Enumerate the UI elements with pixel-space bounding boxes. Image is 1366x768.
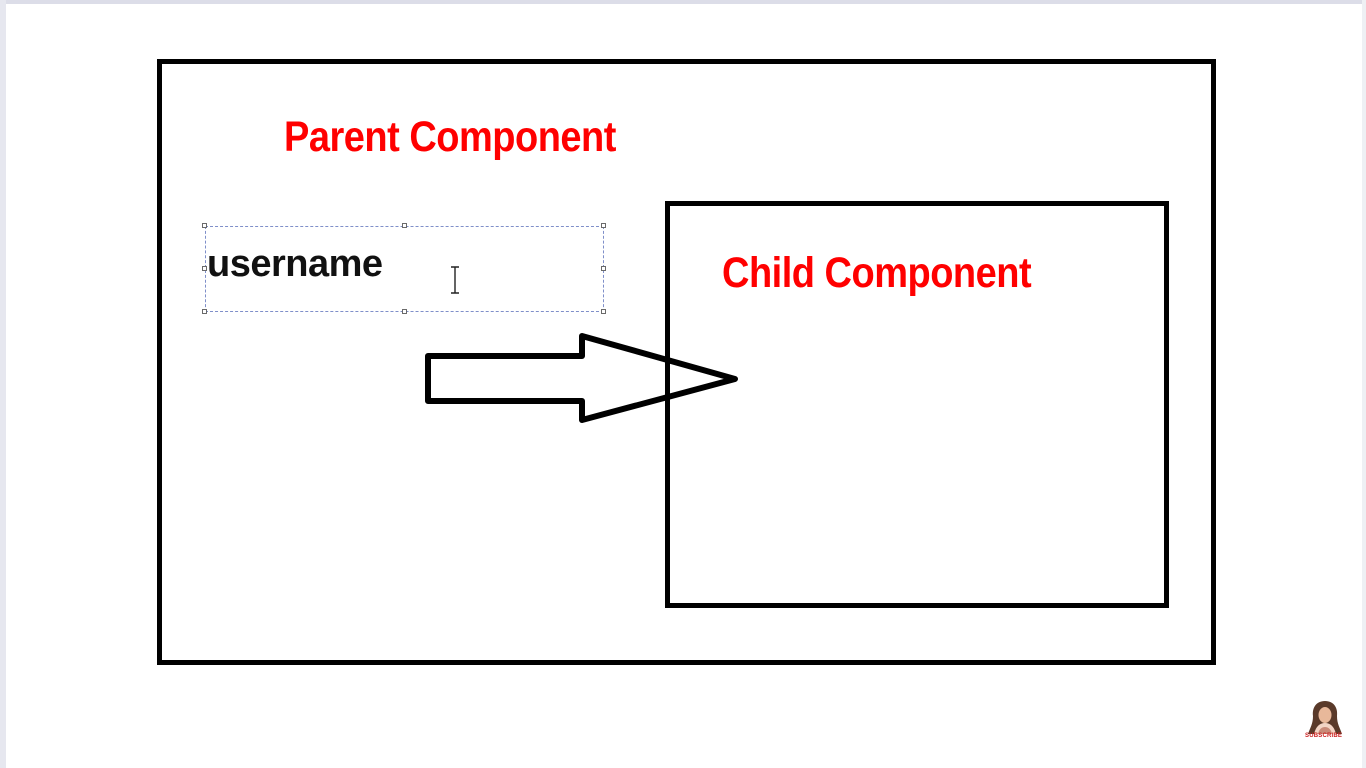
- parent-component-box[interactable]: [157, 59, 1216, 665]
- window-right-edge: [1362, 0, 1366, 768]
- resize-handle-bottom-right[interactable]: [601, 309, 606, 314]
- resize-handle-bottom-middle[interactable]: [402, 309, 407, 314]
- username-text[interactable]: username: [207, 243, 383, 285]
- window-left-edge: [0, 0, 6, 768]
- resize-handle-middle-right[interactable]: [601, 266, 606, 271]
- window-top-edge: [0, 0, 1366, 4]
- subscribe-label[interactable]: SUBSCRIBE: [1305, 733, 1343, 739]
- right-arrow-icon[interactable]: [420, 328, 750, 428]
- channel-avatar-icon[interactable]: [1304, 698, 1346, 742]
- text-cursor-icon: [451, 266, 459, 294]
- child-component-label[interactable]: Child Component: [722, 250, 1032, 298]
- resize-handle-top-middle[interactable]: [402, 223, 407, 228]
- parent-component-label[interactable]: Parent Component: [284, 114, 616, 162]
- resize-handle-bottom-left[interactable]: [202, 309, 207, 314]
- resize-handle-top-right[interactable]: [601, 223, 606, 228]
- resize-handle-top-left[interactable]: [202, 223, 207, 228]
- resize-handle-middle-left[interactable]: [202, 266, 207, 271]
- child-component-box[interactable]: [665, 201, 1169, 608]
